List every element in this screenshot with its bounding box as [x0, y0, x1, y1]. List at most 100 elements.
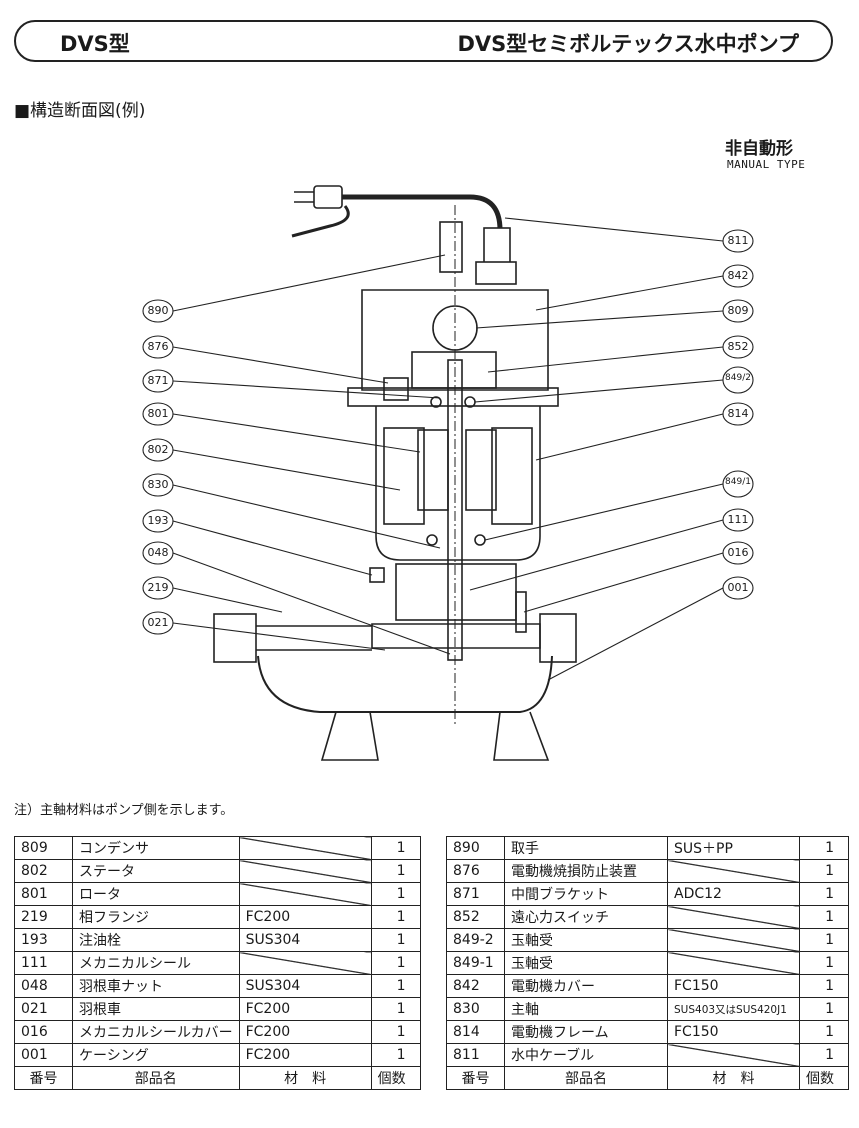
part-material — [238, 951, 372, 975]
callout-811: 811 — [727, 234, 749, 247]
cross-section-drawing — [142, 185, 754, 761]
part-name: ケーシング — [72, 1043, 240, 1067]
part-material: FC150 — [667, 974, 800, 998]
part-number: 809 — [14, 836, 73, 860]
callout-849-1: 849/1 — [725, 477, 751, 487]
part-quantity: 1 — [799, 997, 849, 1021]
part-number: 193 — [14, 928, 73, 952]
part-name: 羽根車 — [72, 997, 240, 1021]
part-material — [238, 859, 372, 883]
part-name: 中間ブラケット — [504, 882, 668, 906]
part-material: FC200 — [238, 905, 372, 929]
header-number: 番号 — [446, 1066, 505, 1090]
part-number: 801 — [14, 882, 73, 906]
part-quantity: 1 — [799, 1020, 849, 1044]
page-header: DVS型 DVS型セミボルテックス水中ポンプ — [14, 20, 833, 62]
part-material: SUS403又はSUS420J1 — [667, 997, 800, 1021]
header-quantity: 個数 — [370, 1066, 421, 1090]
header-material: 材 料 — [667, 1066, 800, 1090]
callout-814: 814 — [727, 407, 749, 420]
type-label-jp: 非自動形 — [725, 139, 793, 159]
part-quantity: 1 — [370, 905, 421, 929]
part-name: 相フランジ — [72, 905, 240, 929]
part-material — [667, 905, 800, 929]
part-name: 主軸 — [504, 997, 668, 1021]
shaft-material-note: 注）主軸材料はポンプ側を示します。 — [14, 803, 234, 818]
callout-111: 111 — [727, 513, 749, 526]
part-name: ロータ — [72, 882, 240, 906]
part-name: 注油栓 — [72, 928, 240, 952]
part-quantity: 1 — [799, 905, 849, 929]
part-quantity: 1 — [370, 859, 421, 883]
part-name: コンデンサ — [72, 836, 240, 860]
section-title: ■構造断面図(例) — [14, 101, 146, 121]
part-quantity: 1 — [799, 1043, 849, 1067]
callout-016: 016 — [727, 546, 749, 559]
part-material: ADC12 — [667, 882, 800, 906]
part-quantity: 1 — [799, 836, 849, 860]
part-name: メカニカルシール — [72, 951, 240, 975]
header-name: 部品名 — [504, 1066, 668, 1090]
part-quantity: 1 — [370, 928, 421, 952]
parts-header-row: 番号部品名材 料個数 — [446, 1066, 849, 1090]
callout-852: 852 — [727, 340, 749, 353]
part-quantity: 1 — [799, 859, 849, 883]
callout-801: 801 — [147, 407, 169, 420]
part-quantity: 1 — [799, 951, 849, 975]
part-material: SUS304 — [238, 974, 372, 998]
part-material — [238, 882, 372, 906]
part-material — [238, 836, 372, 860]
header-quantity: 個数 — [799, 1066, 849, 1090]
part-number: 871 — [446, 882, 505, 906]
part-quantity: 1 — [370, 1043, 421, 1067]
callout-048: 048 — [147, 546, 169, 559]
part-name: 取手 — [504, 836, 668, 860]
callout-021: 021 — [147, 616, 169, 629]
part-number: 048 — [14, 974, 73, 998]
product-title: DVS型セミボルテックス水中ポンプ — [457, 32, 799, 56]
part-material — [667, 1043, 800, 1067]
callout-219: 219 — [147, 581, 169, 594]
part-number: 890 — [446, 836, 505, 860]
callout-001: 001 — [727, 581, 749, 594]
part-number: 219 — [14, 905, 73, 929]
callout-809: 809 — [727, 304, 749, 317]
part-material: FC200 — [238, 1043, 372, 1067]
part-quantity: 1 — [370, 1020, 421, 1044]
part-name: 電動機フレーム — [504, 1020, 668, 1044]
part-number: 849-2 — [446, 928, 505, 952]
part-name: 玉軸受 — [504, 951, 668, 975]
callout-849-2: 849/2 — [725, 373, 751, 383]
part-material: FC200 — [238, 997, 372, 1021]
part-number: 830 — [446, 997, 505, 1021]
part-name: 電動機カバー — [504, 974, 668, 998]
parts-header-row: 番号部品名材 料個数 — [14, 1066, 421, 1090]
part-quantity: 1 — [799, 974, 849, 998]
part-material — [667, 951, 800, 975]
callout-890: 890 — [147, 304, 169, 317]
part-name: 玉軸受 — [504, 928, 668, 952]
part-number: 849-1 — [446, 951, 505, 975]
part-number: 811 — [446, 1043, 505, 1067]
part-name: 羽根車ナット — [72, 974, 240, 998]
part-quantity: 1 — [370, 882, 421, 906]
part-material: FC150 — [667, 1020, 800, 1044]
callout-871: 871 — [147, 374, 169, 387]
part-material: SUS＋PP — [667, 836, 800, 860]
part-quantity: 1 — [799, 882, 849, 906]
part-number: 814 — [446, 1020, 505, 1044]
